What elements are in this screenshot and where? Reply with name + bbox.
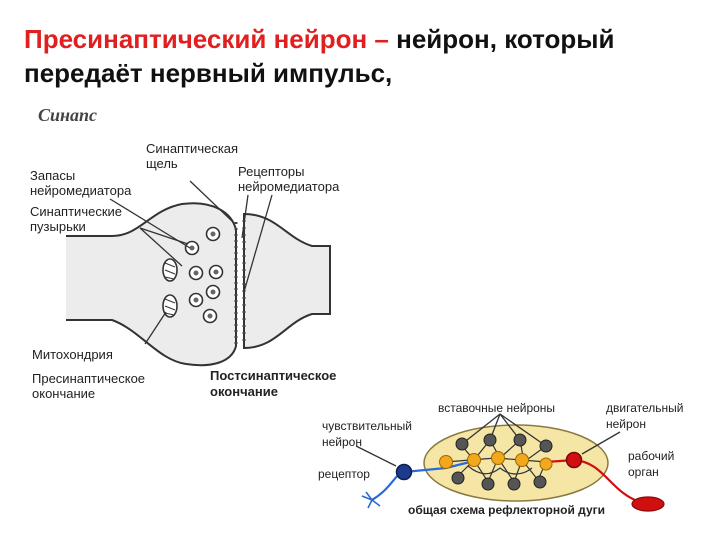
slide-title: Пресинаптический нейрон – нейрон, которы… xyxy=(24,22,704,90)
label-receptors-1: Рецепторы xyxy=(238,164,305,179)
label-receptor: рецептор xyxy=(318,467,370,481)
title-rest: нейрон, который передаёт нервный импульс… xyxy=(24,24,615,88)
motor-neuron-body xyxy=(565,451,583,469)
interneuron-node xyxy=(451,471,465,485)
postsynaptic-terminal xyxy=(243,212,331,350)
label-presynaptic-1: Пресинаптическое xyxy=(32,371,145,386)
label-stores-1: Запасы xyxy=(30,168,75,183)
label-vesicles-2: пузырьки xyxy=(30,219,86,234)
interneuron-node-active xyxy=(539,457,553,471)
interneuron-node xyxy=(539,439,553,453)
interneuron-node xyxy=(483,433,497,447)
interneuron-node xyxy=(481,477,495,491)
label-postsynaptic-1: Постсинаптическое xyxy=(210,368,336,383)
label-vesicles-1: Синаптические xyxy=(30,204,122,219)
interneuron-node xyxy=(455,437,469,451)
label-presynaptic-2: окончание xyxy=(32,386,95,401)
reflex-arc-caption: общая схема рефлекторной дуги xyxy=(408,503,605,517)
interneuron-node-active xyxy=(491,451,505,465)
label-receptors-2: нейромедиатора xyxy=(238,179,340,194)
label-interneurons: вставочные нейроны xyxy=(438,401,555,415)
synapse-diagram: Синапс xyxy=(30,105,340,401)
label-synaptic-cleft-2: щель xyxy=(146,156,178,171)
reflex-arc-diagram: вставочные нейроны двигательный нейрон ч… xyxy=(318,401,683,517)
label-stores-2: нейромедиатора xyxy=(30,183,132,198)
label-motor-neuron-1: двигательный xyxy=(606,401,683,415)
receptor-icon xyxy=(361,491,381,509)
title-highlight: Пресинаптический нейрон – xyxy=(24,24,397,54)
mitochondrion xyxy=(162,258,178,282)
label-motor-neuron-2: нейрон xyxy=(606,417,646,431)
label-synaptic-cleft-1: Синаптическая xyxy=(146,141,238,156)
interneuron-node xyxy=(513,433,527,447)
interneuron-node xyxy=(507,477,521,491)
label-sensory-neuron-1: чувствительный xyxy=(322,419,412,433)
interneuron-node xyxy=(533,475,547,489)
mitochondrion xyxy=(162,294,178,318)
interneuron-node-active xyxy=(439,455,453,469)
synapse-caption: Синапс xyxy=(38,105,97,125)
interneuron-node-active xyxy=(515,453,529,467)
label-effector-2: орган xyxy=(628,465,659,479)
sensory-neuron-body xyxy=(395,463,413,481)
label-effector-1: рабочий xyxy=(628,449,674,463)
label-sensory-neuron-2: нейрон xyxy=(322,435,362,449)
label-postsynaptic-2: окончание xyxy=(210,384,278,399)
interneuron-node-active xyxy=(467,453,481,467)
effector-organ xyxy=(631,496,665,512)
label-mitochondrion: Митохондрия xyxy=(32,347,113,362)
